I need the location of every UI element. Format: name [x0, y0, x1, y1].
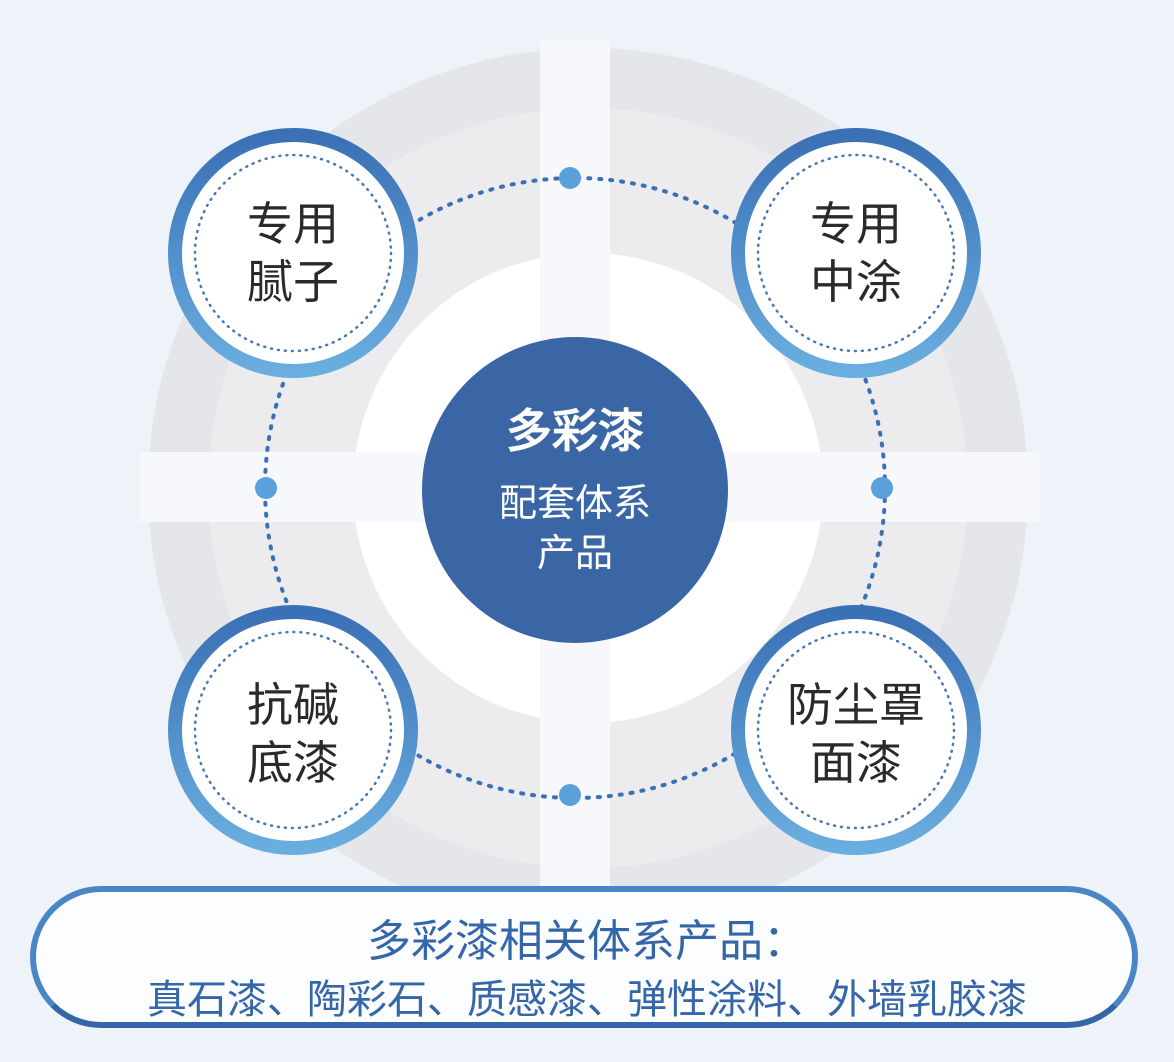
center-subtitle-line2: 产品 — [536, 531, 613, 575]
node-putty: 专用 腻子 — [193, 195, 393, 311]
node-label-line1: 抗碱 — [247, 678, 339, 732]
node-label-line2: 腻子 — [247, 255, 339, 309]
node-label-line2: 中涂 — [810, 255, 902, 309]
node-label-line1: 防尘罩 — [787, 678, 925, 732]
orbit-dots — [255, 167, 893, 806]
center-subtitle: 配套体系 产品 — [420, 478, 730, 578]
related-products-title: 多彩漆相关体系产品： — [367, 916, 807, 967]
center-subtitle-line1: 配套体系 — [498, 481, 651, 525]
node-topcoat: 防尘罩 面漆 — [756, 676, 956, 792]
node-label-line2: 底漆 — [247, 736, 339, 790]
center-circle — [422, 337, 728, 643]
node-label-line1: 专用 — [247, 197, 339, 251]
node-midcoat: 专用 中涂 — [756, 195, 956, 311]
node-label-line1: 专用 — [810, 197, 902, 251]
node-circles — [168, 128, 981, 855]
related-products-box — [30, 886, 1138, 1028]
node-label-line2: 面漆 — [810, 736, 902, 790]
related-products-list: 真石漆、陶彩石、质感漆、弹性涂料、外墙乳胶漆 — [147, 977, 1027, 1023]
node-primer: 抗碱 底漆 — [193, 676, 393, 792]
center-title: 多彩漆 — [506, 404, 644, 458]
